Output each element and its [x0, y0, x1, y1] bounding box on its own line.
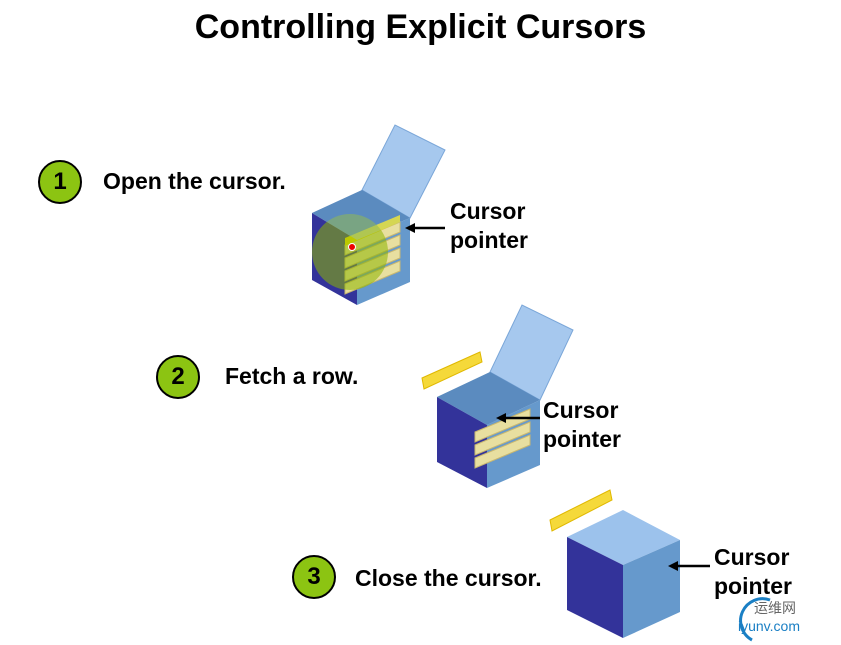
page-title: Controlling Explicit Cursors	[194, 8, 647, 46]
label-line: Cursor	[714, 544, 790, 570]
watermark-cn: 运维网	[754, 600, 796, 616]
cube-open-2	[421, 304, 574, 488]
label-line: pointer	[450, 227, 528, 253]
step-1-badge: 1	[38, 160, 82, 204]
fetched-row	[549, 489, 613, 532]
step-3-badge: 3	[292, 555, 336, 599]
step-2-badge: 2	[156, 355, 200, 399]
cursor-pointer-label-2: Cursor pointer	[543, 396, 621, 454]
step-2-label: Fetch a row.	[225, 363, 359, 389]
watermark-logo-icon	[739, 597, 771, 642]
cube-closed-3	[549, 489, 710, 638]
click-highlight	[312, 214, 388, 290]
watermark-en: iyunv.com	[738, 618, 800, 634]
step-1-label: Open the cursor.	[103, 168, 286, 194]
cursor-pointer-label-3: Cursor pointer	[714, 543, 792, 601]
step-3-label: Close the cursor.	[355, 565, 542, 591]
cube-open-1	[312, 124, 446, 305]
label-line: Cursor	[450, 198, 526, 224]
label-line: pointer	[543, 426, 621, 452]
cursor-pointer-label-1: Cursor pointer	[450, 197, 528, 255]
fetched-row	[421, 351, 483, 390]
watermark: 运维网 iyunv.com	[738, 598, 800, 634]
label-line: pointer	[714, 573, 792, 599]
label-line: Cursor	[543, 397, 619, 423]
